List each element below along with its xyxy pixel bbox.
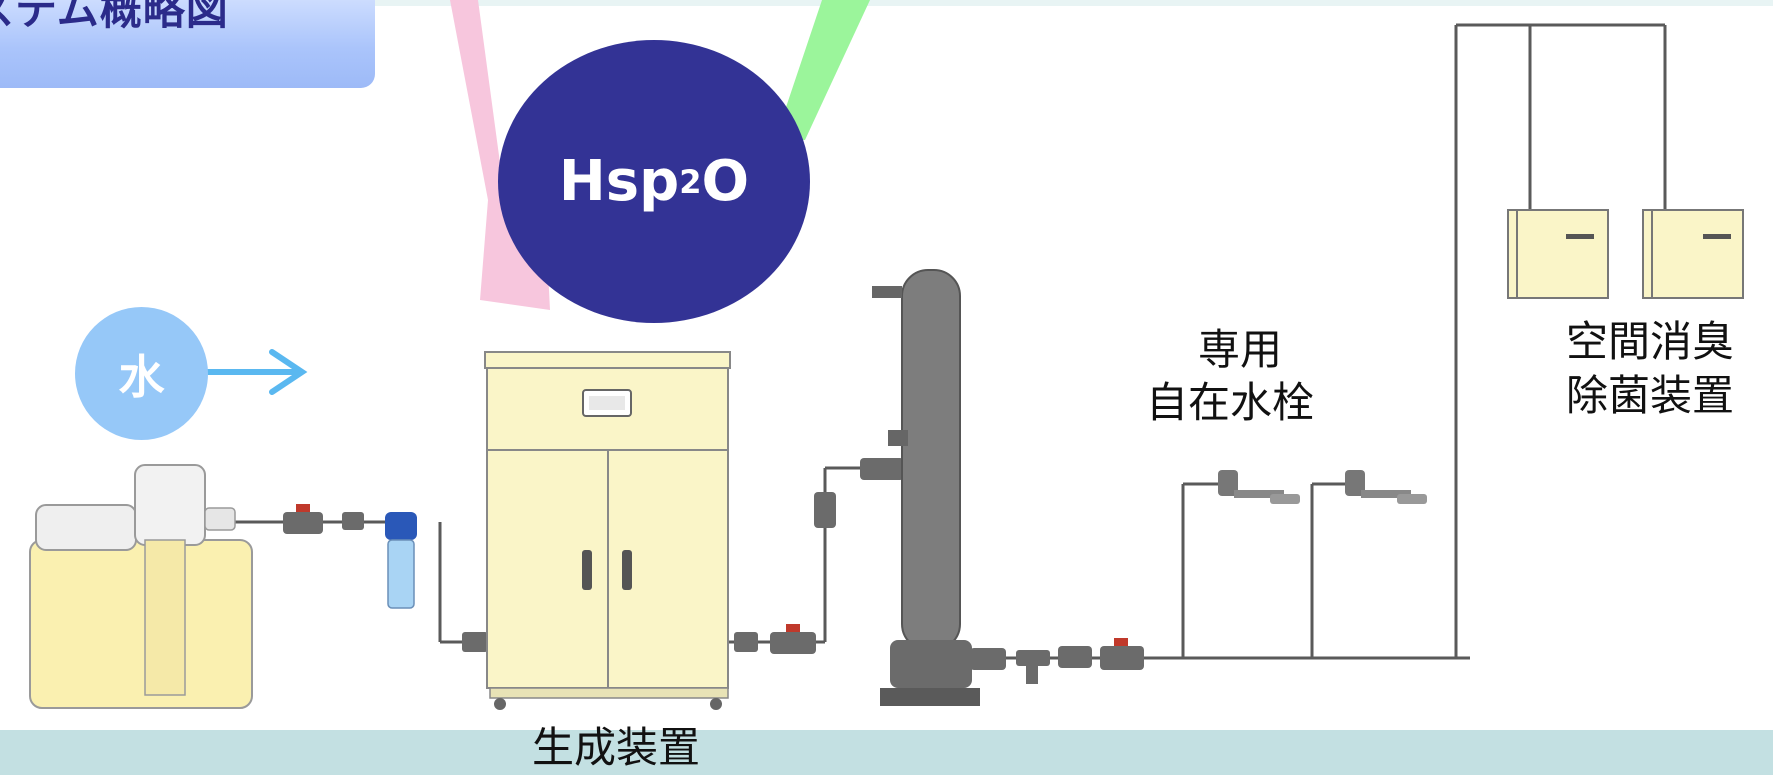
water-bubble: 水	[75, 307, 208, 440]
hsp-subscript: 2	[679, 162, 702, 201]
deodorizer-label-line1: 空間消臭	[1566, 317, 1735, 366]
generator-unit	[484, 351, 731, 710]
faucet-2	[1345, 470, 1427, 504]
water-label: 水	[118, 349, 165, 404]
hsp-tail: O	[701, 149, 750, 214]
hsp-text: Hsp	[558, 149, 680, 214]
page-title: ステム概略図	[0, 0, 229, 34]
faucet-1	[1218, 470, 1300, 504]
water-arrow	[202, 349, 308, 395]
water-tank	[29, 464, 253, 709]
green-arrow	[775, 0, 870, 140]
deodorizer-unit-1	[1507, 209, 1609, 299]
reaction-column	[872, 269, 980, 706]
deodorizer-unit-2	[1642, 209, 1744, 299]
generator-label: 生成装置	[532, 723, 701, 772]
filter-cartridge	[385, 512, 417, 609]
title-tab: ステム概略図	[0, 0, 375, 88]
faucet-label: 専用	[1140, 324, 1340, 377]
valves	[283, 458, 1144, 684]
faucet-label-line2: 自在水栓	[1146, 378, 1315, 427]
deodorizer-label-line2: 除菌装置	[1566, 371, 1735, 420]
diagram-panel	[0, 0, 1773, 730]
faucet-label-line1: 専用	[1197, 325, 1282, 374]
